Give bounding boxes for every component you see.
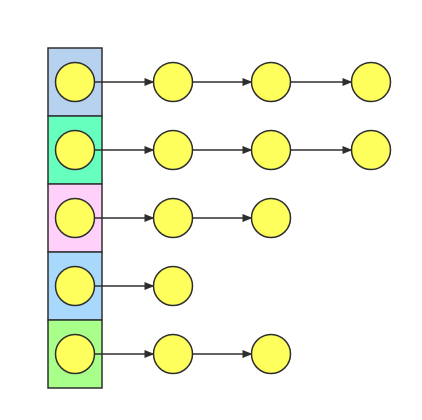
- head-node: [54, 265, 96, 307]
- list-node: [250, 197, 292, 239]
- list-node: [250, 61, 292, 103]
- list-node: [152, 333, 194, 375]
- edge-layer: [94, 78, 353, 358]
- list-node: [152, 129, 194, 171]
- list-node: [152, 265, 194, 307]
- list-node: [152, 197, 194, 239]
- list-node: [250, 333, 292, 375]
- list-node: [350, 61, 392, 103]
- head-node: [54, 129, 96, 171]
- node-layer: [54, 61, 392, 375]
- head-node: [54, 61, 96, 103]
- head-node: [54, 333, 96, 375]
- list-node: [250, 129, 292, 171]
- list-node: [152, 61, 194, 103]
- list-node: [350, 129, 392, 171]
- head-node: [54, 197, 96, 239]
